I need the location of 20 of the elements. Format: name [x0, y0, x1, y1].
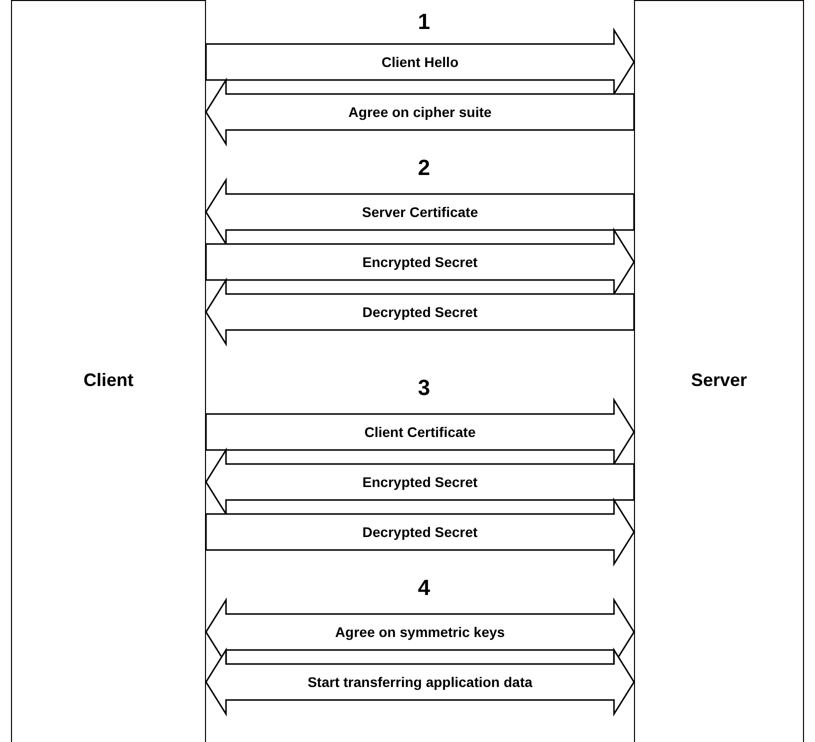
edge-label: Encrypted Secret: [360, 474, 480, 490]
participant-name: Client: [83, 370, 134, 391]
participant-name: Server: [690, 370, 748, 391]
step-number: 4: [418, 575, 430, 601]
edge-label: Client Hello: [380, 54, 460, 70]
edge-label: Agree on symmetric keys: [333, 624, 507, 640]
edge-label: Decrypted Secret: [360, 524, 480, 540]
edge-label: Start transferring application data: [306, 674, 534, 690]
participant-box: [634, 0, 804, 742]
edge-label: Client Certificate: [362, 424, 478, 440]
participant-box: [11, 0, 206, 742]
edge-label: Server Certificate: [360, 204, 480, 220]
step-number: 2: [418, 155, 430, 181]
step-number: 1: [418, 9, 430, 35]
block-arrow: [205, 497, 635, 567]
edge-label: Agree on cipher suite: [346, 104, 494, 120]
edge-label: Encrypted Secret: [360, 254, 480, 270]
block-arrow: [205, 277, 635, 347]
step-number: 3: [418, 375, 430, 401]
edge-label: Decrypted Secret: [360, 304, 480, 320]
